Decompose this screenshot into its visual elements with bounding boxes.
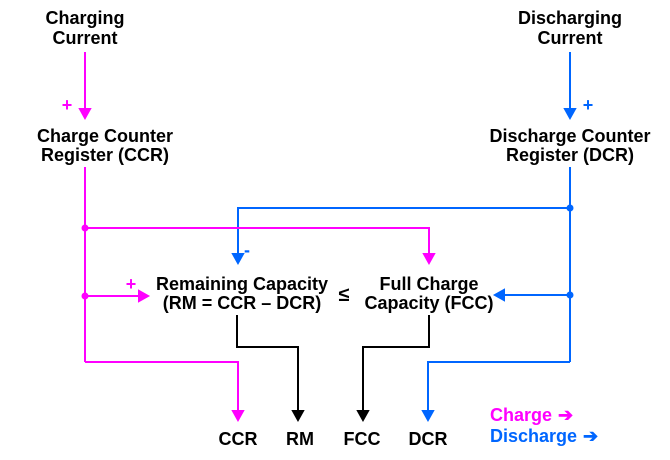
charge-plus-sign: + bbox=[61, 95, 73, 115]
ccr-to-fcc-arrowhead bbox=[422, 253, 436, 266]
ccr-output-arrowhead bbox=[231, 410, 245, 423]
output-dcr-label: DCR bbox=[408, 429, 448, 449]
remaining-plus-sign: + bbox=[125, 274, 137, 294]
charging-current-line2: Current bbox=[52, 28, 118, 48]
charge-counter-register-label: Charge Counter Register (CCR) bbox=[5, 127, 205, 165]
junction-dot bbox=[566, 291, 574, 299]
less-equal-comparator: ≤ bbox=[338, 284, 350, 306]
discharging-current-line1: Discharging bbox=[517, 8, 623, 28]
discharge-plus-sign: + bbox=[582, 95, 594, 115]
full-charge-capacity-label: Full Charge Capacity (FCC) bbox=[349, 275, 509, 313]
legend-discharge-label: Discharge bbox=[490, 426, 578, 446]
ccr-to-fcc-line bbox=[85, 227, 430, 254]
full-charge-line1: Full Charge bbox=[379, 274, 479, 294]
discharge-direction-arrow-icon: ➔ bbox=[583, 426, 599, 446]
legend-charge-label: Charge bbox=[490, 405, 553, 425]
output-ccr-label: CCR bbox=[218, 429, 258, 449]
neutral-output-lines bbox=[236, 315, 430, 423]
discharging-current-arrowhead bbox=[563, 108, 577, 121]
legend-discharge: Discharge➔ bbox=[490, 427, 598, 446]
charge-counter-line2: Register (CCR) bbox=[40, 145, 169, 165]
remaining-capacity-line2: (RM = CCR – DCR) bbox=[162, 293, 322, 313]
junction-dot bbox=[81, 292, 89, 300]
dcr-output-arrowhead bbox=[421, 410, 435, 423]
junction-dot bbox=[81, 224, 89, 232]
fcc-arrowhead bbox=[356, 410, 370, 423]
discharge-counter-line1: Discharge Counter bbox=[489, 126, 651, 146]
output-rm-label: RM bbox=[286, 429, 314, 449]
junction-dot bbox=[566, 204, 574, 212]
rm-arrowhead bbox=[291, 410, 305, 423]
ccr-to-remaining-arrowhead bbox=[138, 289, 151, 303]
discharge-flow-lines bbox=[231, 52, 577, 423]
discharge-counter-line2: Register (DCR) bbox=[505, 145, 634, 165]
dcr-to-remaining-line bbox=[237, 207, 570, 254]
full-charge-line2: Capacity (FCC) bbox=[364, 293, 494, 313]
charge-direction-arrow-icon: ➔ bbox=[558, 405, 574, 425]
rm-output-line bbox=[236, 315, 299, 411]
remaining-minus-sign: - bbox=[244, 240, 250, 260]
discharging-current-label: Discharging Current bbox=[480, 8, 660, 48]
output-fcc-label: FCC bbox=[343, 429, 381, 449]
ccr-output-line bbox=[85, 361, 239, 411]
charging-current-line1: Charging bbox=[45, 8, 125, 28]
remaining-capacity-label: Remaining Capacity (RM = CCR – DCR) bbox=[142, 275, 342, 313]
charging-current-label: Charging Current bbox=[0, 8, 175, 48]
remaining-capacity-line1: Remaining Capacity bbox=[155, 274, 329, 294]
charge-flow-lines bbox=[78, 52, 436, 423]
charging-current-arrowhead bbox=[78, 108, 92, 121]
dcr-to-fcc-arrowhead bbox=[492, 288, 505, 302]
charge-counter-line1: Charge Counter bbox=[36, 126, 173, 146]
dcr-to-remaining-arrowhead bbox=[231, 253, 245, 266]
discharge-counter-register-label: Discharge Counter Register (DCR) bbox=[470, 127, 670, 165]
dcr-output-line bbox=[427, 361, 570, 411]
legend-charge: Charge➔ bbox=[490, 406, 573, 425]
discharging-current-line2: Current bbox=[537, 28, 603, 48]
fcc-output-line bbox=[362, 315, 430, 411]
